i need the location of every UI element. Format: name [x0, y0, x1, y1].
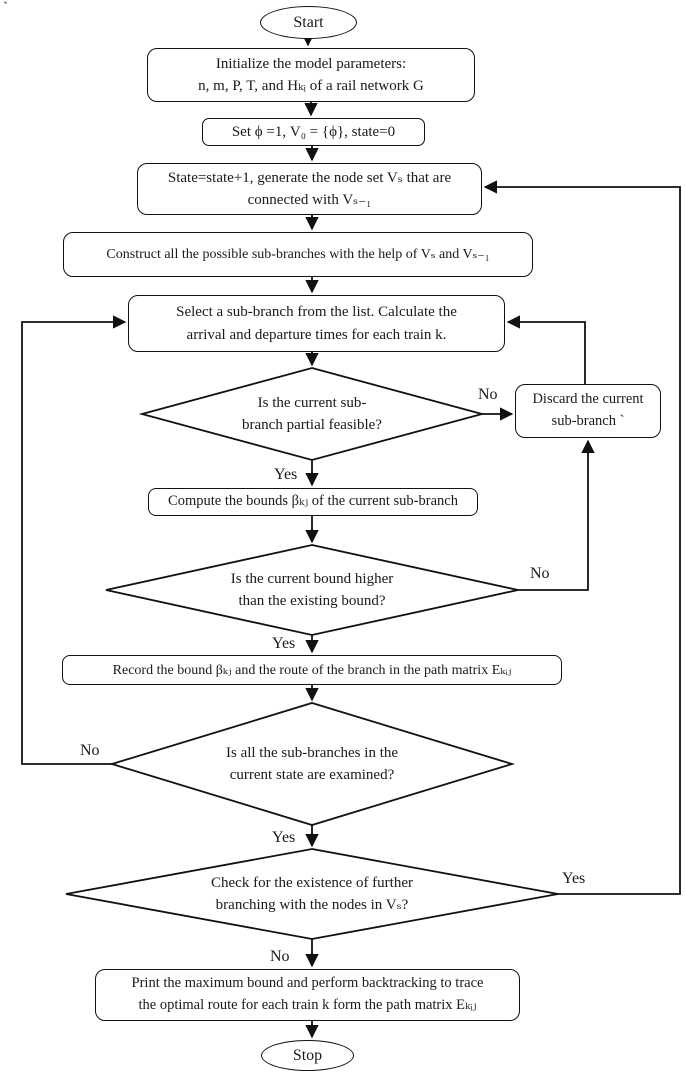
print-line1: Print the maximum bound and perform back…	[131, 975, 484, 992]
label-yes-feasible: Yes	[274, 466, 298, 483]
decision-examined-label: Is all the sub-branches in the current s…	[162, 734, 462, 794]
start-label: Start	[293, 13, 324, 31]
state-line1: State=state+1, generate the node set Vₛ …	[167, 169, 452, 186]
construct-process: Construct all the possible sub-branches …	[63, 232, 533, 277]
label-no-bound: No	[530, 565, 550, 582]
set-process: Set ϕ =1, V₀ = {ϕ}, state=0	[202, 118, 425, 146]
init-line2: n, m, P, T, and Hₖᵢ of a rail network G	[198, 78, 424, 94]
bound-line1: Is the current bound higher	[230, 570, 394, 587]
edge-discard-select	[506, 315, 586, 384]
compute-process: Compute the bounds βₖⱼ of the current su…	[148, 488, 478, 516]
edge-bound-no-discard	[518, 439, 595, 591]
decision-feasible-label: Is the current sub- branch partial feasi…	[192, 385, 432, 443]
label-no-examined: No	[80, 742, 100, 759]
init-process: Initialize the model parameters: n, m, P…	[147, 48, 475, 102]
label-yes-further: Yes	[562, 870, 586, 887]
discard-line1: Discard the current	[532, 391, 644, 408]
start-terminator: Start	[260, 6, 357, 39]
compute-label: Compute the bounds βₖⱼ of the current su…	[168, 493, 458, 510]
label-yes-examined: Yes	[272, 829, 296, 846]
feasible-line1: Is the current sub-	[257, 394, 367, 411]
further-line2: branching with the nodes in Vₛ?	[215, 897, 409, 913]
set-label: Set ϕ =1, V₀ = {ϕ}, state=0	[231, 123, 396, 140]
label-yes-bound: Yes	[272, 635, 296, 652]
decision-examined-shape	[108, 702, 516, 826]
bound-line2: than the existing bound?	[238, 593, 386, 609]
examined-line2: current state are examined?	[229, 767, 395, 783]
print-line2: the optimal route for each train k form …	[138, 997, 477, 1013]
select-line2: arrival and departure times for each tra…	[186, 326, 447, 343]
decision-feasible-shape	[138, 367, 486, 461]
record-process: Record the bound βₖⱼ and the route of th…	[62, 655, 562, 685]
stop-terminator: Stop	[261, 1040, 354, 1071]
further-line1: Check for the existence of further	[211, 874, 413, 891]
feasible-line2: branch partial feasible?	[242, 417, 382, 433]
record-label: Record the bound βₖⱼ and the route of th…	[112, 662, 512, 678]
select-line1: Select a sub-branch from the list. Calcu…	[176, 304, 457, 320]
edge-examined-no-select	[21, 315, 127, 765]
construct-label: Construct all the possible sub-branches …	[106, 247, 490, 262]
print-process: Print the maximum bound and perform back…	[95, 969, 520, 1021]
examined-line1: Is all the sub-branches in the	[225, 744, 399, 761]
edge-further-yes-state	[483, 180, 681, 895]
stop-label: Stop	[292, 1046, 323, 1064]
label-no-further: No	[270, 948, 290, 965]
select-process: Select a sub-branch from the list. Calcu…	[128, 295, 505, 352]
decision-further-shape	[65, 848, 559, 940]
discard-process: Discard the current sub-branch `	[515, 384, 661, 438]
init-line1: Initialize the model parameters:	[215, 55, 407, 72]
label-no-feasible: No	[478, 386, 498, 403]
decision-bound-label: Is the current bound higher than the exi…	[172, 561, 452, 619]
state-line2: connected with Vₛ₋₁	[247, 192, 372, 208]
decision-further-label: Check for the existence of further branc…	[142, 863, 482, 925]
decision-bound-shape	[105, 544, 519, 636]
stray-grave-mark: `	[3, 0, 8, 16]
state-process: State=state+1, generate the node set Vₛ …	[137, 163, 482, 215]
discard-line2: sub-branch `	[551, 413, 625, 429]
